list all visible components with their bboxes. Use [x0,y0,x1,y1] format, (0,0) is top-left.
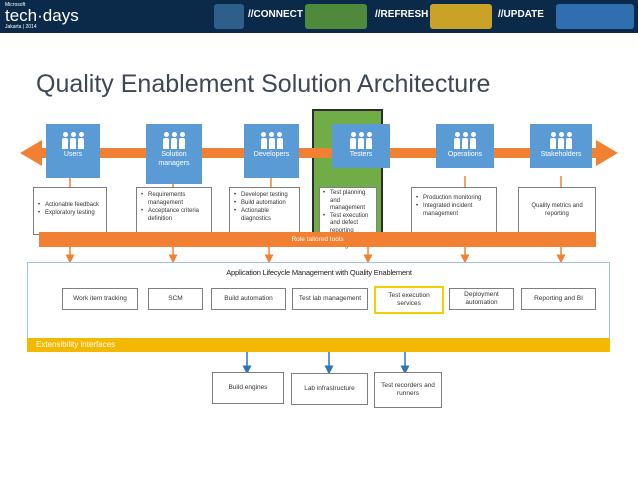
people-icon [244,132,299,150]
people-icon [332,132,390,150]
tag-refresh: //REFRESH [375,9,429,20]
role-label: Users [63,151,83,158]
banner-decoration [430,4,492,29]
role-stakeholders: Stakeholders [530,124,592,168]
role-tailored-tools-bar: Role tailored tools [39,232,596,247]
people-icon [146,132,202,150]
solution-managers-details: Requirements management Acceptance crite… [136,187,212,235]
users-details: Actionable feedback Exploratory testing [33,187,107,235]
role-developers: Developers [244,124,299,178]
detail-item: Test planning and management [323,190,373,213]
detail-item: Actionable feedback [38,201,102,209]
people-icon [530,132,592,150]
role-label: Stakeholders [540,151,582,158]
banner-decoration [305,4,367,29]
component-test-execution-services: Test execution services [374,286,444,314]
event-subtitle: Jakarta | 2014 [5,24,37,30]
role-label: Testers [349,151,373,158]
detail-item: Build automation [234,199,295,207]
role-users: Users [46,124,100,178]
event-banner: Microsoft tech·days Jakarta | 2014 //CON… [0,0,638,33]
microsoft-label: Microsoft [5,2,26,8]
role-label: Solution managers [158,151,190,167]
role-solution-managers: Solution managers [146,124,202,184]
banner-decoration [214,4,244,29]
detail-item: Requirements management [141,191,207,207]
component-scm: SCM [148,288,203,310]
people-icon [436,132,494,150]
tag-update: //UPDATE [498,9,544,20]
detail-item: Integrated incident management [416,202,492,218]
detail-item: Developer testing [234,191,295,199]
tag-connect: //CONNECT [248,9,303,20]
detail-item: Exploratory testing [38,209,102,217]
detail-item: Quality metrics and reporting [531,203,583,217]
alm-title: Application Lifecycle Management with Qu… [226,268,412,277]
detail-item: Production monitoring [416,194,492,202]
extensibility-interfaces-bar: Extensibility interfaces [27,338,610,352]
role-testers: Testers [332,124,390,168]
banner-decoration [556,4,634,29]
component-deployment-automation: Deployment automation [449,288,514,310]
testers-details: Test planning and management Test execut… [319,187,377,249]
role-label: Developers [253,151,290,158]
stakeholders-details: Quality metrics and reporting [518,187,596,235]
brand-name: tech·days [5,6,79,25]
people-icon [46,132,100,150]
operations-details: Production monitoring Integrated inciden… [411,187,497,235]
role-operations: Operations [436,124,494,168]
detail-item: Acceptance criteria definition [141,207,207,223]
component-test-lab-management: Test lab management [292,288,368,310]
infra-test-recorders-runners: Test recorders and runners [374,372,442,408]
component-build-automation: Build automation [211,288,286,310]
detail-item: Actionable diagnostics [234,207,295,223]
techdays-logo: Microsoft tech·days Jakarta | 2014 [5,2,79,30]
infra-build-engines: Build engines [212,372,284,404]
roles-double-arrow [20,140,618,166]
developers-details: Developer testing Build automation Actio… [229,187,300,235]
role-label: Operations [447,151,483,158]
component-work-item-tracking: Work item tracking [62,288,138,310]
page-title: Quality Enablement Solution Architecture [36,70,491,98]
detail-item: Test execution and defect reporting [323,213,373,236]
component-reporting-bi: Reporting and BI [521,288,596,310]
infra-lab-infrastructure: Lab infrastructure [291,373,368,405]
